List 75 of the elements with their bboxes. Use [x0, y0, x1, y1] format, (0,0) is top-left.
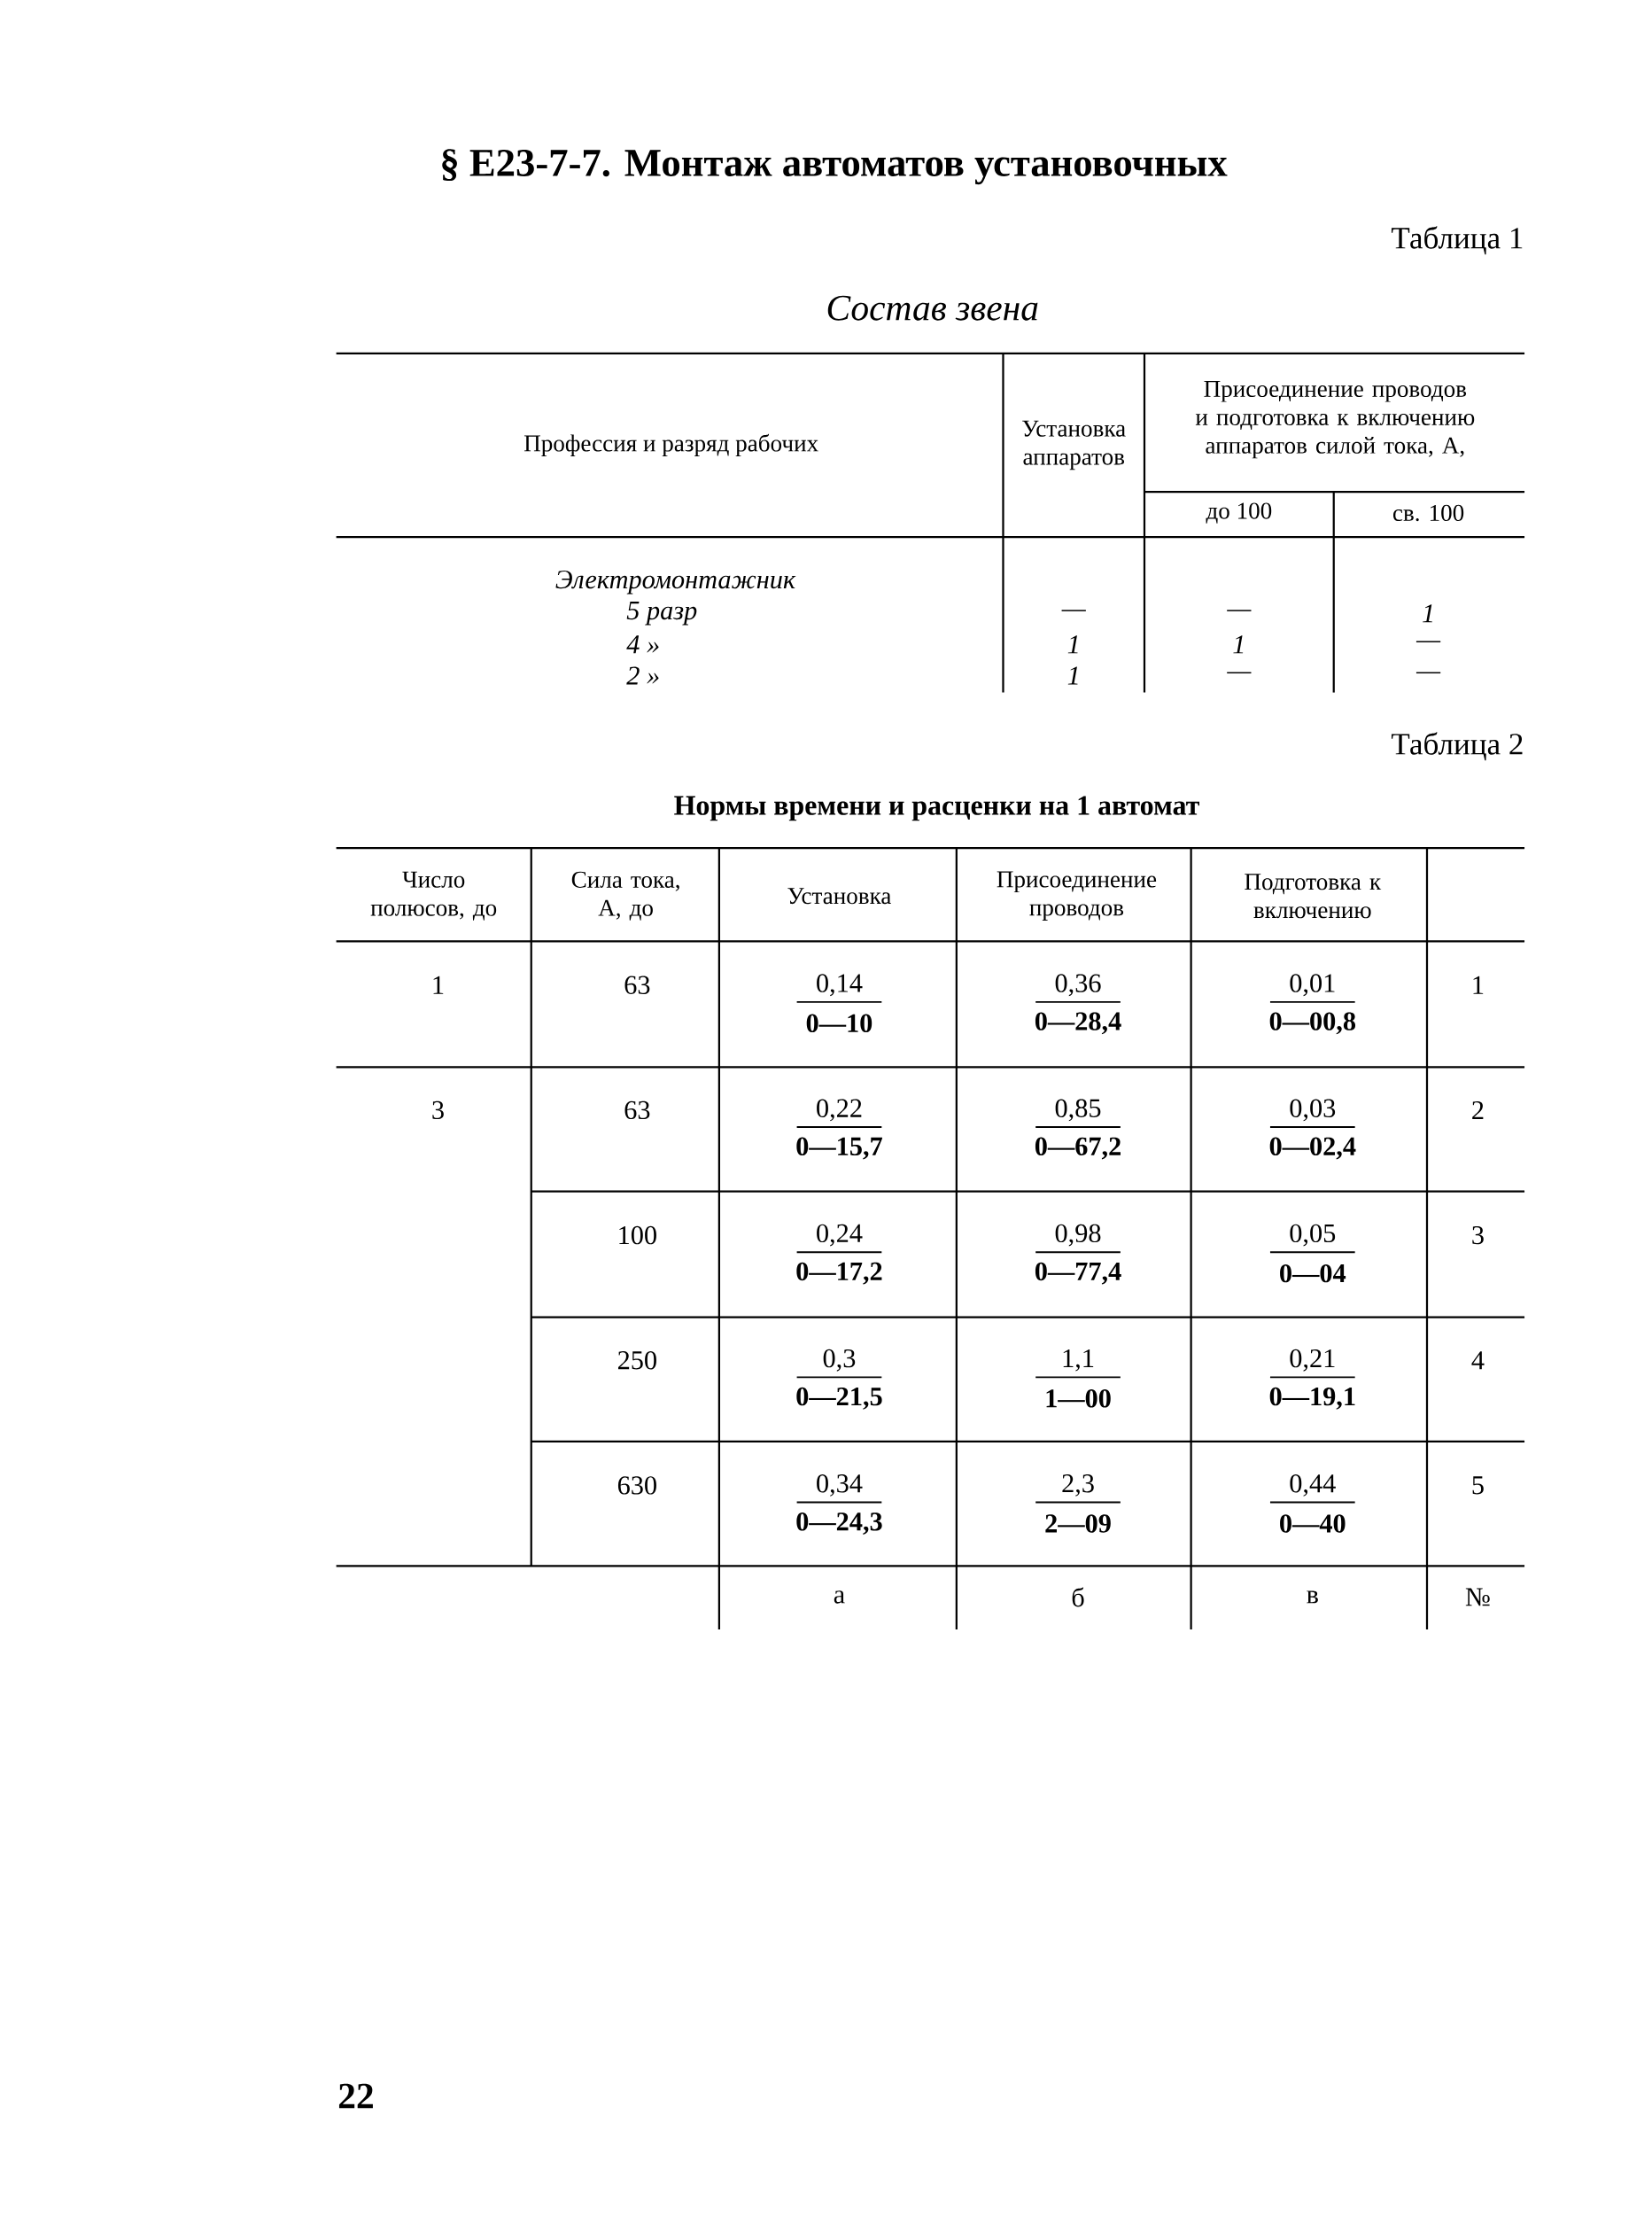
table-cell: 3 [432, 1100, 445, 1120]
column-letter: № [1466, 1588, 1490, 1606]
table-label: Таблица 1 [1392, 226, 1523, 255]
fraction-numerator: 0,01 [1290, 974, 1335, 997]
row-number: 4 [1471, 1351, 1485, 1370]
row-number: 5 [1472, 1476, 1484, 1495]
row-number: 3 [1472, 1225, 1484, 1245]
fraction-numerator: 0,14 [817, 974, 863, 997]
table-cell: 1 [1423, 604, 1433, 623]
fraction-numerator: 2,3 [1062, 1474, 1094, 1497]
fraction-denominator: 0—28,4 [1035, 1012, 1121, 1035]
heading: § Е23-7-7. Монтаж автоматов установочных [442, 149, 1228, 185]
header-cell: Присоединение проводов и подготовка к включению аппаратов силой тока, А, [1196, 381, 1475, 459]
row-number: 2 [1472, 1100, 1484, 1119]
table-cell: Электромонтажник [555, 570, 796, 595]
fraction-denominator: 0—40 [1280, 1514, 1346, 1533]
fraction-denominator: 0—00,8 [1269, 1012, 1356, 1035]
table-cell: 4 » [626, 635, 659, 654]
table-cell: 1 [1067, 666, 1078, 685]
table-cell: — [1227, 672, 1252, 674]
table-cell: — [1416, 672, 1441, 674]
page-number: 22 [339, 2083, 374, 2109]
fraction-denominator: 0—17,2 [796, 1262, 882, 1285]
header-cell: Профессия и разряд рабочих [524, 433, 818, 456]
fraction-numerator: 0,36 [1055, 974, 1101, 997]
header-cell: Подготовка к включению [1245, 874, 1382, 919]
fraction-numerator: 0,24 [817, 1224, 863, 1247]
column-letter: а [834, 1590, 845, 1604]
header-cell: Присоединение проводов [997, 871, 1157, 921]
fraction-denominator: 0—04 [1280, 1264, 1346, 1283]
fraction-numerator: 0,85 [1055, 1099, 1101, 1122]
table-cell: 100 [619, 1225, 657, 1245]
table-cell: — [1061, 610, 1087, 611]
fraction-numerator: 1,1 [1063, 1349, 1094, 1372]
fraction-numerator: 0,05 [1290, 1224, 1336, 1247]
table-cell: 1 [1067, 635, 1078, 654]
row-number: 1 [1473, 976, 1484, 994]
column-letter: в [1307, 1590, 1319, 1604]
fraction-numerator: 0,34 [817, 1474, 863, 1497]
header-cell: Установка [787, 888, 892, 905]
fraction-denominator: 0—02,4 [1269, 1137, 1356, 1160]
fraction-denominator: 0—21,5 [796, 1387, 882, 1410]
fraction-numerator: 0,98 [1055, 1224, 1101, 1247]
table-cell: — [1227, 610, 1252, 611]
table-cell: 63 [624, 976, 650, 994]
table-label: Таблица 2 [1392, 732, 1523, 761]
table-cell: 5 разр [626, 602, 697, 626]
table-cell: 63 [624, 1100, 650, 1120]
table-cell: 1 [1233, 635, 1244, 654]
header-cell: Установка аппаратов [1022, 420, 1126, 470]
fraction-denominator: 0—19,1 [1269, 1387, 1355, 1410]
table-title: Нормы времени и расценки на 1 автомат [674, 796, 1200, 821]
fraction-denominator: 2—09 [1045, 1514, 1111, 1533]
fraction-denominator: 0—24,3 [796, 1512, 882, 1535]
column-letter: б [1072, 1587, 1084, 1607]
fraction-denominator: 0—15,7 [796, 1137, 883, 1160]
fraction-numerator: 0,03 [1290, 1099, 1336, 1122]
fraction-numerator: 0,22 [817, 1099, 862, 1122]
table-cell: — [1416, 641, 1441, 642]
header-cell: Число полюсов, до [370, 871, 497, 921]
table-title: Состав звена [827, 295, 1038, 321]
table-cell: 2 » [626, 666, 659, 685]
fraction-numerator: 0,21 [1290, 1349, 1335, 1372]
table-cell: 250 [618, 1351, 657, 1370]
fraction-denominator: 0—67,2 [1035, 1137, 1121, 1160]
fraction-numerator: 0,3 [823, 1349, 856, 1372]
table-cell: 630 [618, 1476, 657, 1495]
header-cell: Сила тока, А, до [572, 871, 680, 921]
fraction-numerator: 0,44 [1290, 1474, 1337, 1497]
header-cell: до 100 [1206, 502, 1272, 524]
fraction-denominator: 0—77,4 [1035, 1262, 1121, 1285]
header-cell: св. 100 [1393, 504, 1464, 522]
fraction-denominator: 0—10 [806, 1014, 873, 1033]
fraction-denominator: 1—00 [1046, 1389, 1111, 1408]
table-cell: 1 [433, 976, 444, 994]
